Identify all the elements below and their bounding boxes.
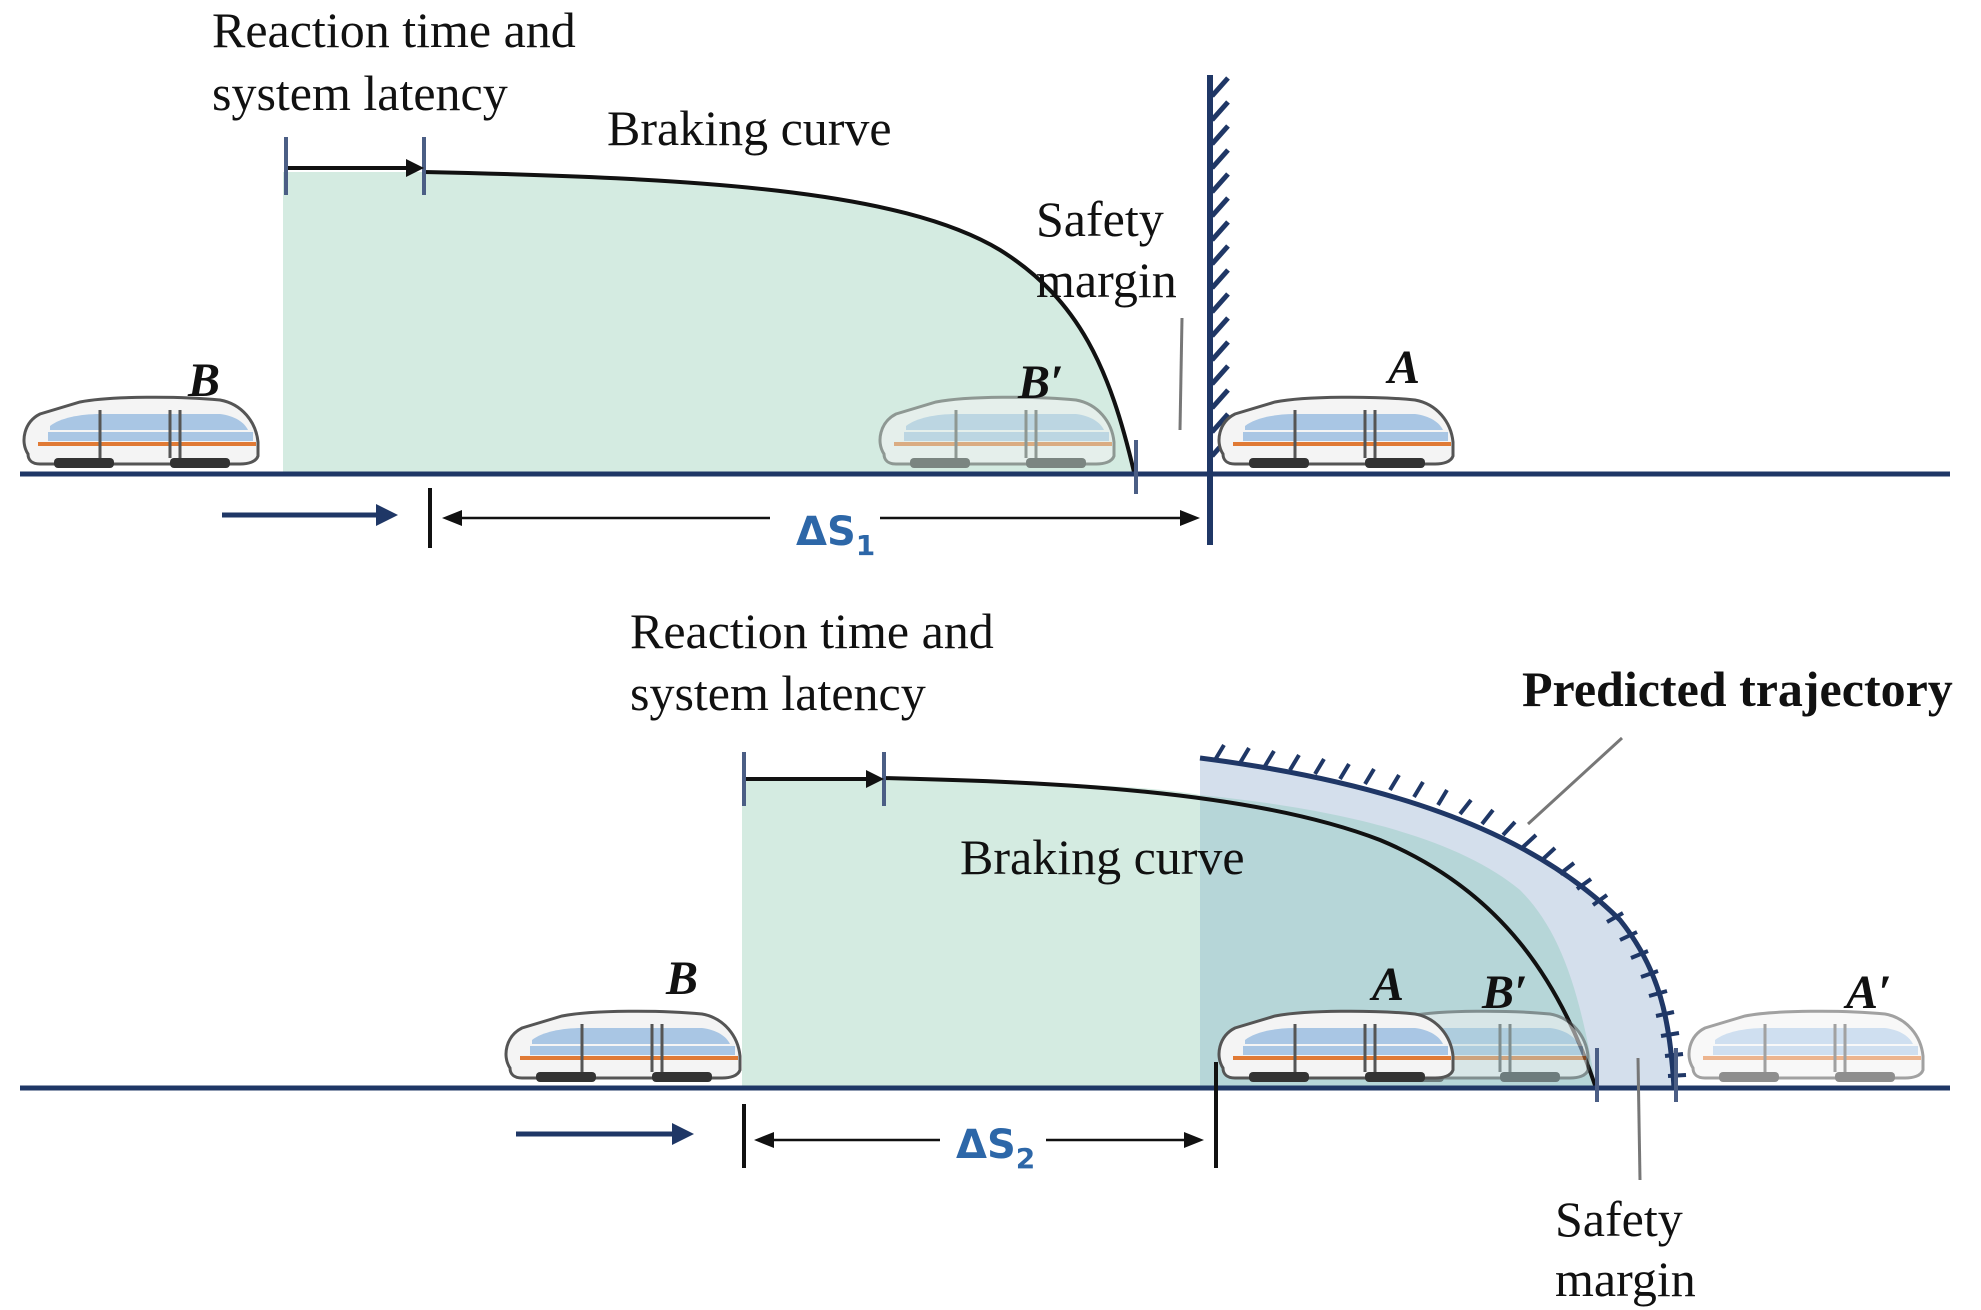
bottom-braking-curve (883, 776, 1598, 1089)
top-panel: Reaction time and system latency Braking… (20, 2, 1950, 562)
bottom-braking-area (742, 778, 1200, 1088)
bottom-reaction-label-line1: Reaction time and (630, 603, 994, 659)
top-train-b-label: B (187, 354, 220, 407)
top-braking-curve (423, 170, 1136, 473)
bottom-reaction-arrowhead (866, 770, 884, 788)
bottom-predicted-leader (1526, 736, 1624, 826)
bottom-braking-label: Braking curve (960, 829, 1245, 885)
top-safety-label-line2: margin (1036, 252, 1177, 308)
top-reaction-label-line1: Reaction time and (212, 2, 576, 58)
bottom-train-b-prime-label: B′ (1481, 966, 1528, 1019)
top-safety-label-line1: Safety (1036, 191, 1164, 247)
top-delta-arrowhead-right (1180, 510, 1200, 526)
top-train-a (1217, 395, 1455, 470)
bottom-panel: Reaction time and system latency Braking… (20, 603, 1953, 1307)
bottom-reaction-label-line2: system latency (630, 665, 926, 721)
bottom-train-b (504, 1009, 742, 1084)
bottom-train-a-prime-label: A′ (1843, 966, 1892, 1019)
bottom-train-a-label: A (1369, 958, 1404, 1011)
top-wall-hatching (1210, 76, 1230, 458)
bottom-direction-arrowhead (672, 1123, 694, 1145)
top-reaction-arrowhead (406, 159, 424, 177)
bottom-predicted-label: Predicted trajectory (1522, 661, 1953, 717)
top-train-b-prime-label: B′ (1017, 356, 1064, 409)
bottom-train-a (1217, 1009, 1455, 1084)
bottom-safety-leader (1636, 1057, 1642, 1181)
top-braking-label: Braking curve (607, 100, 892, 156)
bottom-safety-label-line2: margin (1555, 1251, 1696, 1307)
top-delta-label: ΔS1 (796, 509, 875, 562)
top-train-b-prime (878, 395, 1116, 470)
top-train-b (22, 395, 260, 470)
bottom-train-a-prime (1687, 1009, 1925, 1084)
bottom-train-b-label: B (665, 952, 698, 1005)
bottom-safety-label-line1: Safety (1555, 1191, 1683, 1247)
top-direction-arrowhead (376, 504, 398, 526)
top-delta-subscript: 1 (856, 529, 875, 562)
bottom-delta-subscript: 2 (1016, 1142, 1035, 1175)
top-braking-area (283, 172, 1134, 472)
bottom-delta-arrowhead-left (754, 1132, 774, 1148)
top-safety-leader (1178, 317, 1184, 431)
bottom-delta-label: ΔS2 (956, 1122, 1035, 1175)
top-delta-arrowhead-left (442, 510, 462, 526)
bottom-delta-arrowhead-right (1184, 1132, 1204, 1148)
top-reaction-label-line2: system latency (212, 65, 508, 121)
top-train-a-label: A (1385, 341, 1420, 394)
